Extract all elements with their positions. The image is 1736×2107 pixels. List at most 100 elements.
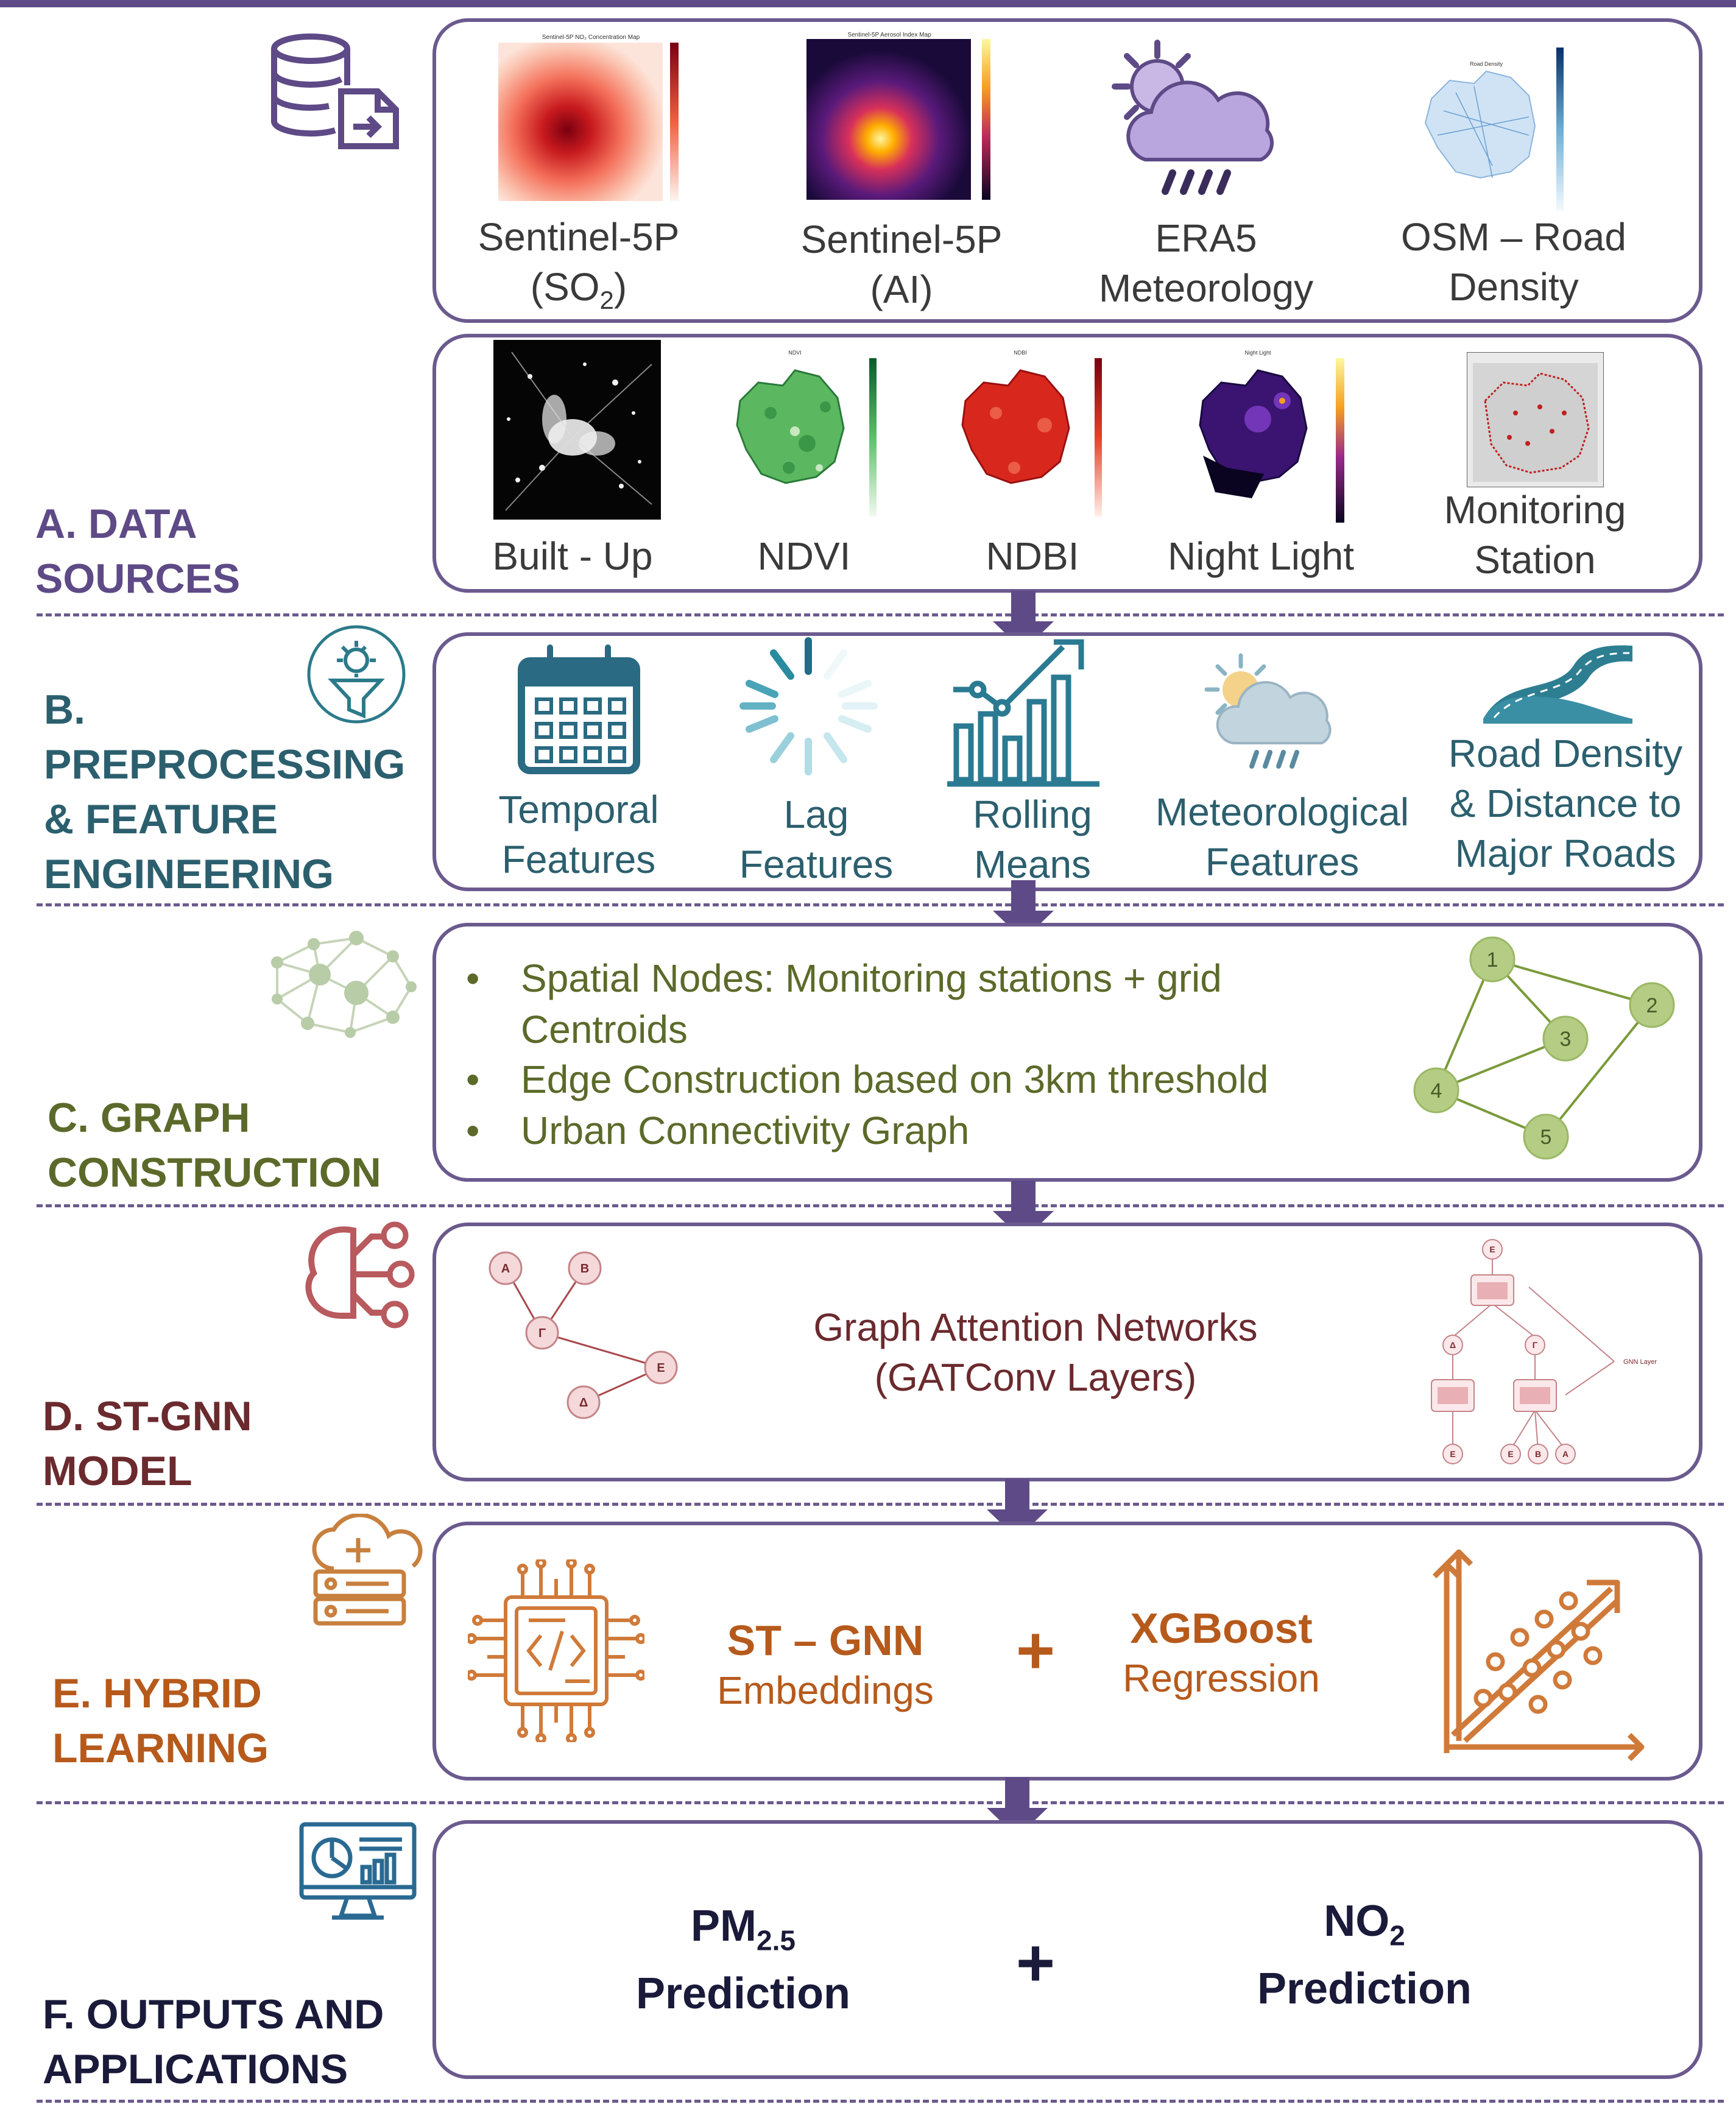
- pm25-prediction-label: PM2.5 Prediction: [597, 1899, 889, 2021]
- label-rolling-line1: Rolling: [973, 792, 1092, 836]
- label-temporal-line1: Temporal: [498, 788, 659, 831]
- monitor-chart-icon: [299, 1822, 417, 1920]
- weather-rain-icon: [1204, 653, 1332, 769]
- label-monitoring-line1: Monitoring: [1444, 488, 1626, 532]
- section-c-title: C. GRAPH CONSTRUCTION: [48, 1090, 381, 1200]
- plus-sign-outputs: +: [1015, 1925, 1056, 2000]
- embeddings-label: Embeddings: [717, 1668, 934, 1712]
- graph-node-label: 3: [1560, 1028, 1572, 1051]
- st-gnn-embeddings-label: ST – GNN Embeddings: [676, 1615, 975, 1715]
- osm-road-density-map: Road Density: [1424, 48, 1564, 212]
- pm25-label: PM2.5: [597, 1899, 889, 1967]
- label-lag-line1: Lag: [783, 792, 849, 836]
- label-road-density-line3: Major Roads: [1455, 831, 1676, 875]
- label-road-density-distance: Road Density & Distance to Major Roads: [1419, 729, 1712, 878]
- label-lag-features: Lag Features: [700, 789, 932, 889]
- ai-map-title: Sentinel-5P Aerosol Index Map: [847, 32, 931, 38]
- so2-map-title: Sentinel-5P NO₂ Concentration Map: [542, 34, 640, 41]
- bullet-dot: •: [466, 1057, 480, 1101]
- ai-brain-icon: [305, 1221, 415, 1329]
- label-ndbi-text: NDBI: [986, 534, 1079, 578]
- bullet-edge-construction-text: Edge Construction based on 3km threshold: [521, 1057, 1269, 1101]
- label-meteorological-line2: Features: [1205, 840, 1360, 884]
- no2-prediction-label: NO2 Prediction: [1218, 1894, 1511, 2016]
- section-e-title: E. HYBRID LEARNING: [52, 1666, 269, 1776]
- label-night-light: Night Light: [1139, 531, 1383, 581]
- divider-5: [37, 1801, 1724, 1804]
- bullet-urban-connectivity-text: Urban Connectivity Graph: [521, 1109, 970, 1152]
- no2-prediction-text: Prediction: [1257, 1964, 1472, 2014]
- gnn-node-label: E: [1508, 1449, 1513, 1459]
- connectivity-graph: 1 2 3 4 5: [1413, 936, 1675, 1160]
- monitoring-station-map: [1467, 352, 1604, 487]
- label-osm-line2: Density: [1448, 265, 1579, 309]
- bullet-urban-connectivity: • Urban Connectivity Graph: [466, 1105, 970, 1156]
- scatter-regression-icon: [1432, 1549, 1645, 1762]
- gat-description-line2: (GATConv Layers): [874, 1355, 1197, 1399]
- ndvi-map-title: NDVI: [788, 350, 802, 356]
- ndbi-map-title: NDBI: [1014, 350, 1027, 356]
- label-ndvi-text: NDVI: [757, 534, 851, 578]
- calendar-icon: [518, 644, 640, 774]
- road-icon: [1483, 645, 1632, 724]
- label-sentinel-ai-line2: (AI): [870, 267, 933, 311]
- loading-spinner-icon: [739, 637, 878, 775]
- section-d-title-line1: D. ST-GNN: [43, 1393, 252, 1439]
- divider-1: [37, 613, 1724, 616]
- label-rolling-means: Rolling Means: [926, 789, 1139, 889]
- gnn-node-label: Δ: [1450, 1340, 1456, 1350]
- section-f-title-line2: APPLICATIONS: [43, 2046, 348, 2092]
- section-b-title-line2: PREPROCESSING: [44, 741, 406, 788]
- divider-6: [37, 2100, 1724, 2103]
- gnn-node-label: A: [1562, 1449, 1568, 1459]
- top-border: [0, 0, 1736, 7]
- label-rolling-line2: Means: [973, 842, 1092, 886]
- divider-2: [37, 903, 1724, 906]
- divider-4: [37, 1503, 1724, 1506]
- attention-node-label: Γ: [538, 1327, 546, 1340]
- section-c-title-line1: C. GRAPH: [48, 1095, 250, 1141]
- label-ndbi: NDBI: [947, 531, 1118, 581]
- bullet-spatial-nodes-line1: Spatial Nodes: Monitoring stations + gri…: [521, 956, 1222, 1000]
- pm25-prediction-text: Prediction: [635, 1969, 851, 2019]
- cloud-server-icon: [312, 1514, 423, 1626]
- sentinel-ai-map: Sentinel-5P Aerosol Index Map: [806, 32, 990, 200]
- gnn-node-label: E: [1489, 1244, 1495, 1254]
- bullet-spatial-nodes-line2: Centroids: [521, 1008, 688, 1051]
- attention-node-label: E: [657, 1361, 665, 1375]
- attention-node-label: Δ: [579, 1396, 588, 1410]
- gnn-layer-label: GNN Layer: [1623, 1358, 1657, 1366]
- section-a-title: A. DATA SOURCES: [35, 496, 240, 606]
- label-osm-line1: OSM – Road: [1401, 215, 1626, 259]
- gnn-node-label: Γ: [1533, 1340, 1538, 1350]
- attention-node-label: B: [580, 1262, 589, 1276]
- pm-text: PM: [691, 1902, 757, 1950]
- sentinel-so2-map: Sentinel-5P NO₂ Concentration Map: [498, 34, 679, 201]
- xgboost-label: XGBoost: [1130, 1604, 1313, 1652]
- section-e-title-line2: LEARNING: [52, 1725, 269, 1771]
- label-ndvi: NDVI: [719, 531, 889, 581]
- no2-subscript: 2: [1389, 1919, 1405, 1952]
- pm-subscript: 2.5: [757, 1924, 796, 1957]
- section-b-title-line4: ENGINEERING: [44, 851, 334, 897]
- gnn-node-label: B: [1535, 1449, 1541, 1459]
- label-built-up: Built - Up: [451, 531, 694, 581]
- section-f-title-line1: F. OUTPUTS AND: [43, 1991, 384, 2038]
- outputs-box: [432, 1820, 1702, 2079]
- regression-label: Regression: [1123, 1656, 1320, 1700]
- label-osm-road-density: OSM – Road Density: [1377, 212, 1651, 312]
- section-e-title-line1: E. HYBRID: [52, 1670, 262, 1717]
- graph-node-label: 2: [1646, 994, 1658, 1017]
- gnn-node-label: E: [1450, 1449, 1455, 1459]
- road-density-map-title: Road Density: [1470, 61, 1503, 67]
- section-b-title-line3: & FEATURE: [44, 796, 278, 842]
- label-era5: ERA5 Meteorology: [1078, 213, 1334, 313]
- st-gnn-model-box: [432, 1223, 1702, 1481]
- attention-graph-left: A B Γ E Δ: [489, 1251, 678, 1419]
- no-text: NO: [1324, 1897, 1390, 1946]
- so2-subscript: 2: [599, 285, 614, 314]
- label-lag-line2: Features: [739, 842, 894, 886]
- graph-node-label: 4: [1431, 1079, 1442, 1103]
- divider-3: [37, 1204, 1724, 1207]
- ndbi-map: NDBI: [961, 350, 1102, 517]
